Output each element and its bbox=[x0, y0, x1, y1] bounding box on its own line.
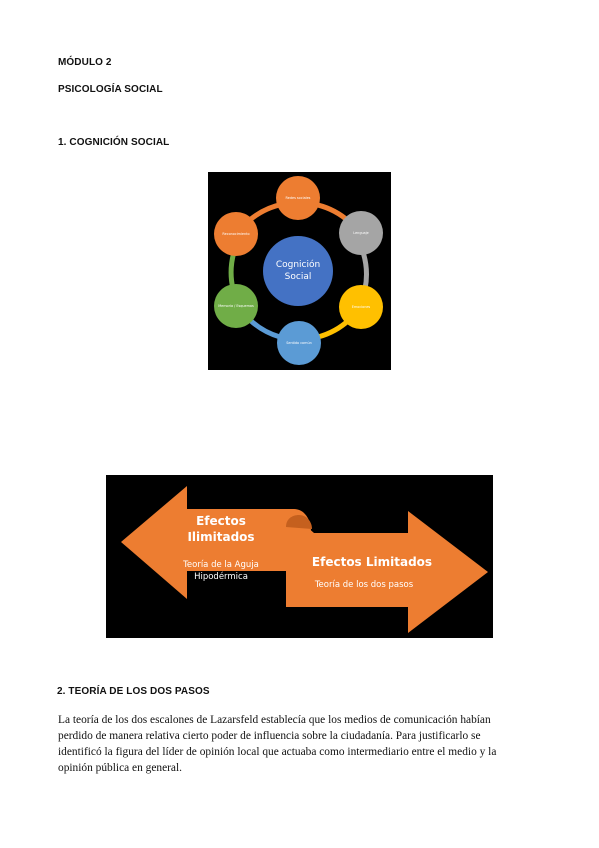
ring-segment-5 bbox=[228, 251, 237, 290]
node-4 bbox=[277, 321, 321, 365]
section-heading-cognition: 1. COGNICIÓN SOCIAL bbox=[58, 137, 170, 148]
left-arrow bbox=[121, 486, 311, 599]
node-1 bbox=[276, 176, 320, 220]
media-effects-diagram: Efectos Ilimitados Teoría de la Aguja Hi… bbox=[106, 475, 493, 638]
left-arrow-subtitle-line1: Teoría de la Aguja bbox=[182, 560, 259, 570]
paragraph-line: opinión pública en general. bbox=[58, 762, 182, 774]
node-label-1: Redes sociales bbox=[286, 196, 311, 200]
paragraph-line: perdido de manera relativa cierto poder … bbox=[58, 730, 481, 742]
left-arrow-title-line1: Efectos bbox=[196, 514, 246, 528]
node-label-3: Emociones bbox=[352, 305, 371, 309]
node-5 bbox=[214, 284, 258, 328]
ring-segment-3 bbox=[317, 318, 351, 340]
center-circle bbox=[263, 236, 333, 306]
social-cognition-diagram: Cognición Social Redes sociales Lenguaje… bbox=[208, 172, 391, 370]
right-arrow bbox=[286, 511, 488, 633]
ring-segment-4 bbox=[248, 318, 281, 340]
module-heading: MÓDULO 2 bbox=[58, 57, 112, 68]
node-label-2: Lenguaje bbox=[353, 231, 368, 235]
ring-segment-2 bbox=[360, 251, 369, 290]
node-2 bbox=[339, 211, 383, 255]
node-label-4: Sentido común bbox=[286, 341, 312, 345]
two-step-paragraph: La teoría de los dos escalones de Lazars… bbox=[58, 712, 540, 776]
right-arrow-title: Efectos Limitados bbox=[312, 555, 432, 569]
node-6 bbox=[214, 212, 258, 256]
node-3 bbox=[339, 285, 383, 329]
arrow-fold bbox=[286, 515, 312, 529]
paragraph-line: identificó la figura del líder de opinió… bbox=[58, 746, 497, 758]
center-label-line1: Cognición bbox=[276, 259, 320, 270]
node-label-6: Reconocimiento bbox=[222, 232, 249, 236]
right-arrow-subtitle: Teoría de los dos pasos bbox=[314, 580, 414, 590]
center-label-line2: Social bbox=[285, 272, 312, 282]
paragraph-line: La teoría de los dos escalones de Lazars… bbox=[58, 714, 491, 726]
node-label-5: Memoria / Esquemas bbox=[218, 304, 254, 308]
section-heading-two-step: 2. TEORÍA DE LOS DOS PASOS bbox=[57, 686, 210, 697]
subject-heading: PSICOLOGÍA SOCIAL bbox=[58, 84, 163, 95]
left-arrow-subtitle-line2: Hipodérmica bbox=[194, 571, 248, 582]
left-arrow-title-line2: Ilimitados bbox=[187, 530, 254, 544]
